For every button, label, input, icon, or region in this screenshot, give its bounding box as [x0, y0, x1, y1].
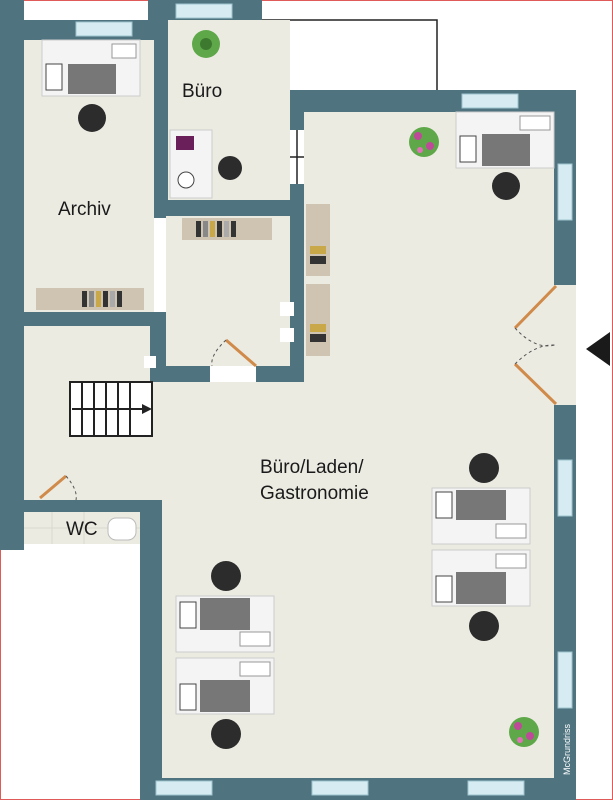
window	[467, 780, 525, 796]
shelf	[306, 204, 330, 276]
shelves	[36, 204, 330, 356]
room-label-archiv: Archiv	[58, 199, 111, 220]
stairs	[69, 381, 153, 437]
desks	[41, 39, 555, 715]
shelf	[306, 284, 330, 356]
toilet	[107, 517, 137, 541]
window	[175, 3, 233, 19]
window	[311, 780, 369, 796]
chairs	[78, 104, 520, 749]
chair	[211, 561, 241, 591]
entrance-arrow-icon	[586, 332, 610, 366]
window	[557, 163, 573, 221]
window	[155, 780, 213, 796]
main-floor	[304, 112, 554, 778]
pillar-details	[144, 302, 294, 368]
terrace-outline	[262, 19, 438, 90]
room-label-main-line2: Gastronomie	[260, 483, 369, 504]
room-label-main-line1: Büro/Laden/	[260, 457, 364, 478]
door-leaf	[39, 474, 67, 500]
doors	[39, 284, 558, 500]
window	[557, 459, 573, 517]
buero-door-marker	[290, 130, 304, 184]
windows	[75, 3, 573, 796]
entrance-gap	[554, 285, 576, 405]
window	[557, 651, 573, 709]
window	[75, 21, 133, 37]
chair	[218, 156, 242, 180]
chair	[211, 719, 241, 749]
flower-plant-icon	[409, 127, 439, 157]
door-leaf	[513, 362, 558, 406]
chair	[492, 172, 520, 200]
plant-icon	[192, 30, 220, 58]
flower-plant-icon	[509, 717, 539, 747]
watermark: McGrundriss	[562, 723, 572, 775]
window	[461, 93, 519, 109]
stair-direction-icon	[142, 404, 152, 414]
door-leaf	[225, 338, 257, 368]
door-swings	[65, 327, 556, 501]
chair	[469, 453, 499, 483]
chair	[469, 611, 499, 641]
room-label-wc: WC	[66, 519, 98, 540]
chair	[78, 104, 106, 132]
room-label-buero: Büro	[182, 81, 222, 102]
door-leaf	[513, 284, 558, 330]
